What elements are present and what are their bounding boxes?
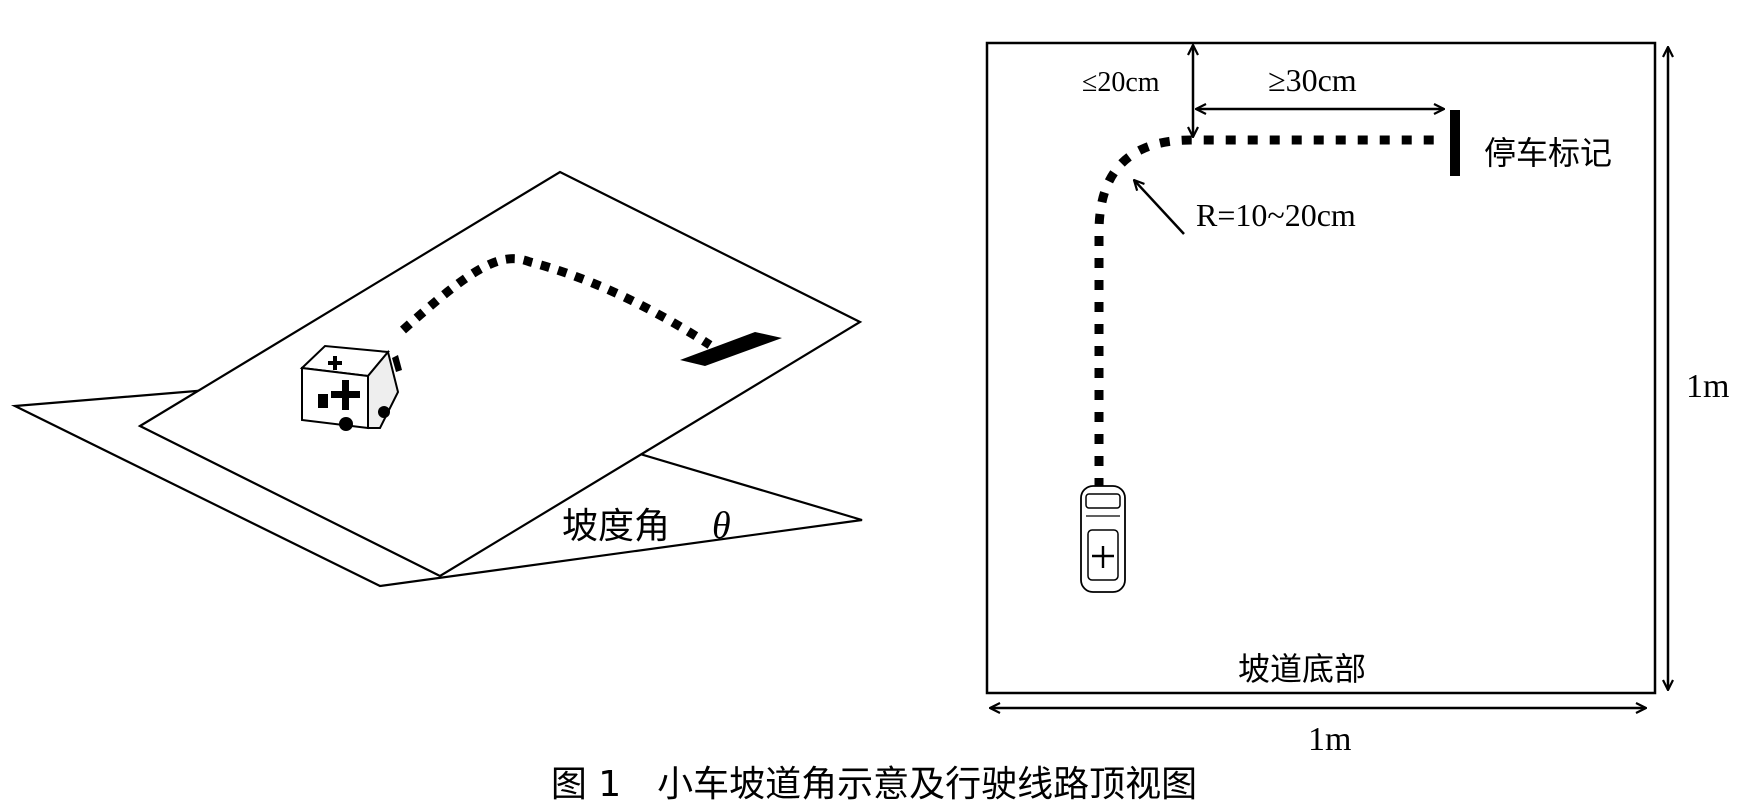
planned-route-curve [399, 254, 713, 349]
top-view-car-icon [1080, 485, 1126, 593]
radius-pointer-arrow [1134, 180, 1185, 235]
min-straight-label: ≥30cm [1268, 62, 1357, 98]
ramp-illustration: 坡度角 θ [10, 170, 863, 588]
radius-label: R=10~20cm [1196, 197, 1356, 233]
slope-angle-label: 坡度角 [562, 506, 670, 547]
driving-route [1094, 135, 1441, 488]
stop-mark [680, 332, 782, 366]
max-gap-label: ≤20cm [1082, 67, 1160, 98]
theta-symbol: θ [712, 505, 731, 547]
ambulance-icon [299, 344, 402, 431]
stop-mark-bar [1450, 110, 1460, 176]
side-length-label-right: 1m [1686, 368, 1729, 405]
ramp-bottom-label: 坡道底部 [1238, 650, 1366, 688]
side-length-label-bottom: 1m [1308, 721, 1351, 758]
figure-caption: 图 1 小车坡道角示意及行驶线路顶视图 [551, 764, 1197, 805]
ramp-plane [137, 170, 863, 578]
top-view-diagram: ≤20cm ≥30cm 停车标记 R=10~20cm 1m 1m 坡道底部 [985, 41, 1729, 758]
stop-mark-label: 停车标记 [1484, 134, 1612, 172]
